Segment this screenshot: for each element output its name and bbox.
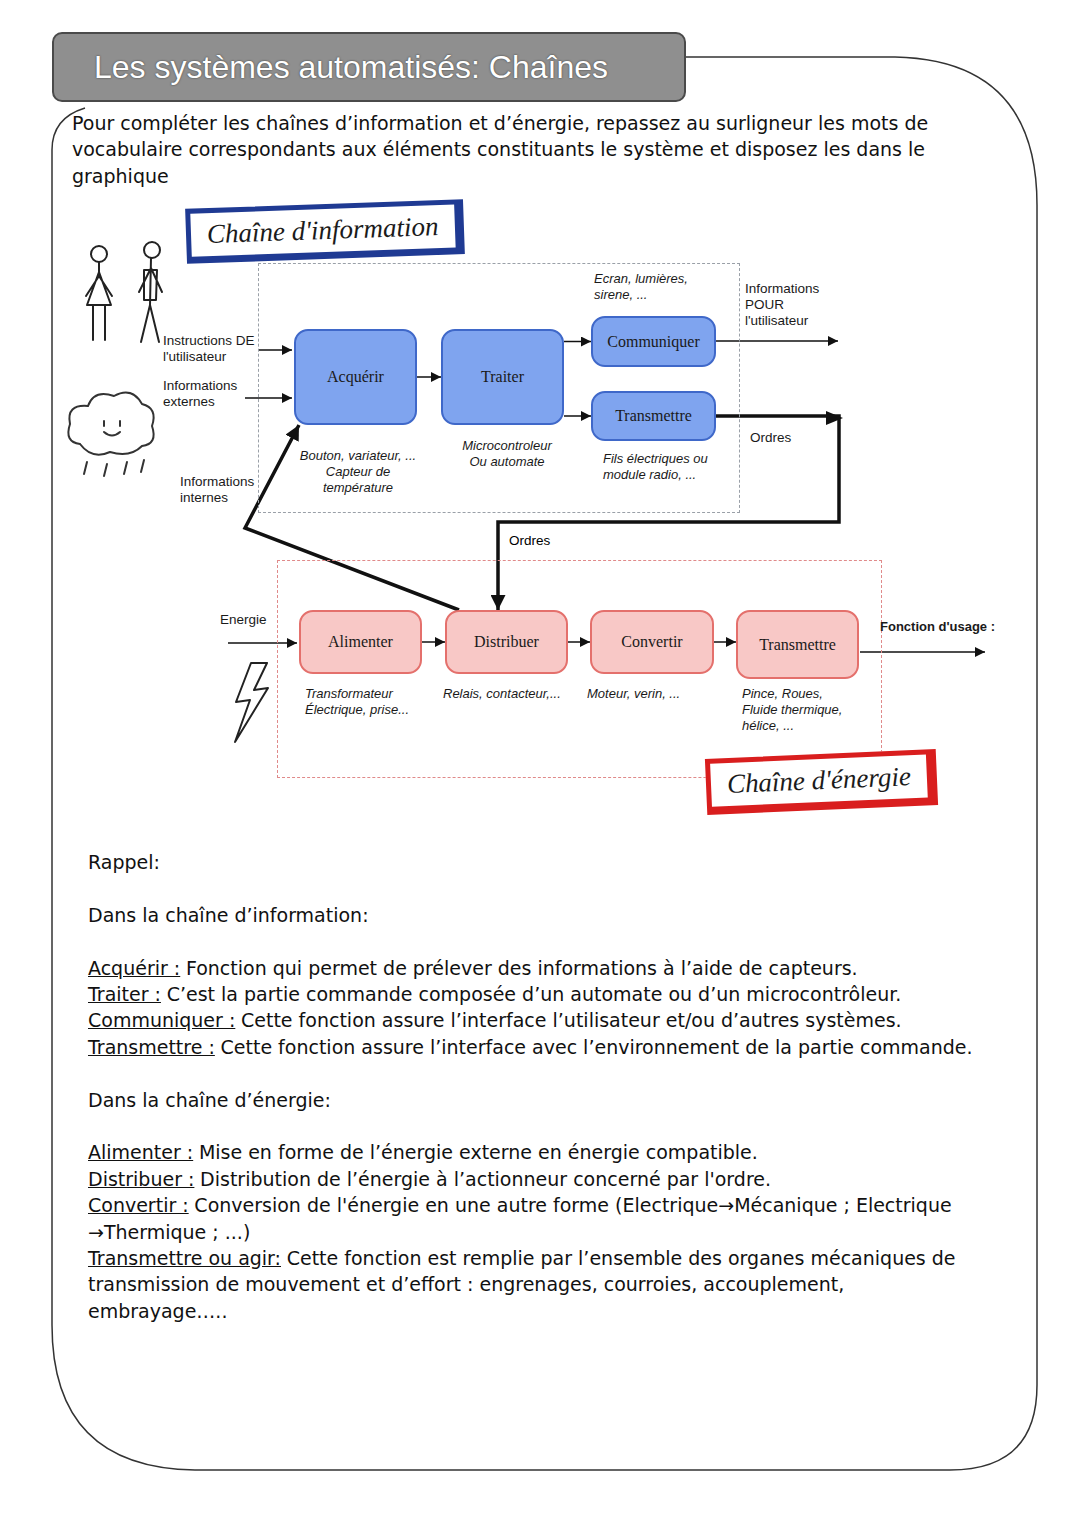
example-caption: Transformateur Électrique, prise... <box>305 686 420 718</box>
term: Convertir : <box>88 1194 189 1216</box>
definition: Conversion de l'énergie en une autre for… <box>88 1194 952 1242</box>
term: Transmettre : <box>88 1036 215 1058</box>
function-label: Traiter <box>481 368 524 386</box>
flow-arrow <box>417 376 441 378</box>
term: Alimenter : <box>88 1141 193 1163</box>
function-label: Transmettre <box>615 407 692 425</box>
function-label: Alimenter <box>328 633 393 651</box>
flow-arrow <box>564 341 591 343</box>
example-caption: Moteur, verin, ... <box>587 686 707 702</box>
recall-row: Transmettre : Cette fonction assure l’int… <box>88 1034 988 1060</box>
output-label: Ordres <box>750 430 810 446</box>
connector-label: Ordres <box>507 533 552 548</box>
chain-heading: Chaîne d'énergie <box>705 749 938 815</box>
flow-arrow <box>422 641 445 643</box>
function-box: Communiquer <box>591 316 716 367</box>
definition: Distribution de l’énergie à l’actionneur… <box>200 1168 771 1190</box>
recall-row: Dans la chaîne d’énergie: <box>88 1087 988 1113</box>
recall-row: Rappel: <box>88 849 988 875</box>
instruction-text: Pour compléter les chaînes d’information… <box>72 110 1002 189</box>
function-label: Convertir <box>621 633 682 651</box>
input-label: Informations internes <box>180 474 260 506</box>
recall-section: Rappel: Dans la chaîne d’information: Acqu… <box>88 849 988 1324</box>
section-heading: Dans la chaîne d’énergie: <box>88 1089 331 1111</box>
user-figures <box>86 242 162 342</box>
term: Traiter : <box>88 983 161 1005</box>
cloud-symbol <box>68 392 153 476</box>
function-label: Distribuer <box>474 633 539 651</box>
recall-row: Traiter : C’est la partie commande compos… <box>88 981 988 1007</box>
function-label: Transmettre <box>759 636 836 654</box>
example-caption: Microcontroleur Ou automate <box>452 438 562 470</box>
function-box: Distribuer <box>445 610 568 674</box>
chain-region: Chaîne d'énergieAlimenterDistribuerConve… <box>277 560 882 778</box>
flow-arrow <box>568 641 590 643</box>
function-label: Acquérir <box>327 368 384 386</box>
recall-row: Convertir :Conversion de l'énergie en un… <box>88 1192 988 1245</box>
term: Acquérir : <box>88 957 180 979</box>
output-label: Fonction d'usage : <box>880 619 995 634</box>
flow-arrow <box>564 415 591 417</box>
flow-arrow <box>714 641 736 643</box>
output-label: Informations POUR l'utilisateur <box>745 281 835 329</box>
recall-row: Alimenter : Mise en forme de l’énergie ex… <box>88 1139 988 1165</box>
definition: Cette fonction assure l’interface l’util… <box>241 1009 902 1031</box>
function-label: Communiquer <box>607 333 699 351</box>
recall-row: Acquérir : Fonction qui permet de préleve… <box>88 955 988 981</box>
function-box: Acquérir <box>294 329 417 425</box>
section-heading: Rappel: <box>88 851 160 873</box>
definition: Mise en forme de l’énergie externe en én… <box>199 1141 758 1163</box>
definition: C’est la partie commande composée d’un a… <box>167 983 902 1005</box>
recall-row: Distribuer : Distribution de l’énergie à … <box>88 1166 988 1192</box>
function-box: Transmettre <box>736 610 859 679</box>
example-caption: Ecran, lumières, sirene, ... <box>594 271 709 303</box>
definition: Fonction qui permet de prélever des info… <box>186 957 858 979</box>
function-box: Alimenter <box>299 610 422 674</box>
example-caption: Bouton, variateur, ... Capteur de tempér… <box>294 448 422 496</box>
input-label: Instructions DE l'utilisateur <box>163 333 255 365</box>
section-heading: Dans la chaîne d’information: <box>88 904 369 926</box>
term: Communiquer : <box>88 1009 235 1031</box>
example-caption: Fils électriques ou module radio, ... <box>603 451 738 483</box>
recall-row: Transmettre ou agir:Cette fonction est r… <box>88 1245 988 1324</box>
function-box: Transmettre <box>591 391 716 441</box>
recall-row: Communiquer : Cette fonction assure l’int… <box>88 1007 988 1033</box>
function-box: Traiter <box>441 329 564 425</box>
lightning-symbol <box>235 663 268 742</box>
input-label: Energie <box>220 612 280 628</box>
function-box: Convertir <box>590 610 714 674</box>
example-caption: Relais, contacteur,... <box>443 686 588 702</box>
recall-row: Dans la chaîne d’information: <box>88 902 988 928</box>
page-title: Les systèmes automatisés: Chaînes <box>52 32 686 102</box>
term: Transmettre ou agir: <box>88 1247 281 1269</box>
example-caption: Pince, Roues, Fluide thermique, hélice, … <box>742 686 860 734</box>
page-border <box>52 57 1037 1470</box>
input-label: Informations externes <box>163 378 248 410</box>
chain-heading: Chaîne d'information <box>185 199 464 264</box>
term: Distribuer : <box>88 1168 194 1190</box>
definition: Cette fonction assure l’interface avec l… <box>221 1036 973 1058</box>
